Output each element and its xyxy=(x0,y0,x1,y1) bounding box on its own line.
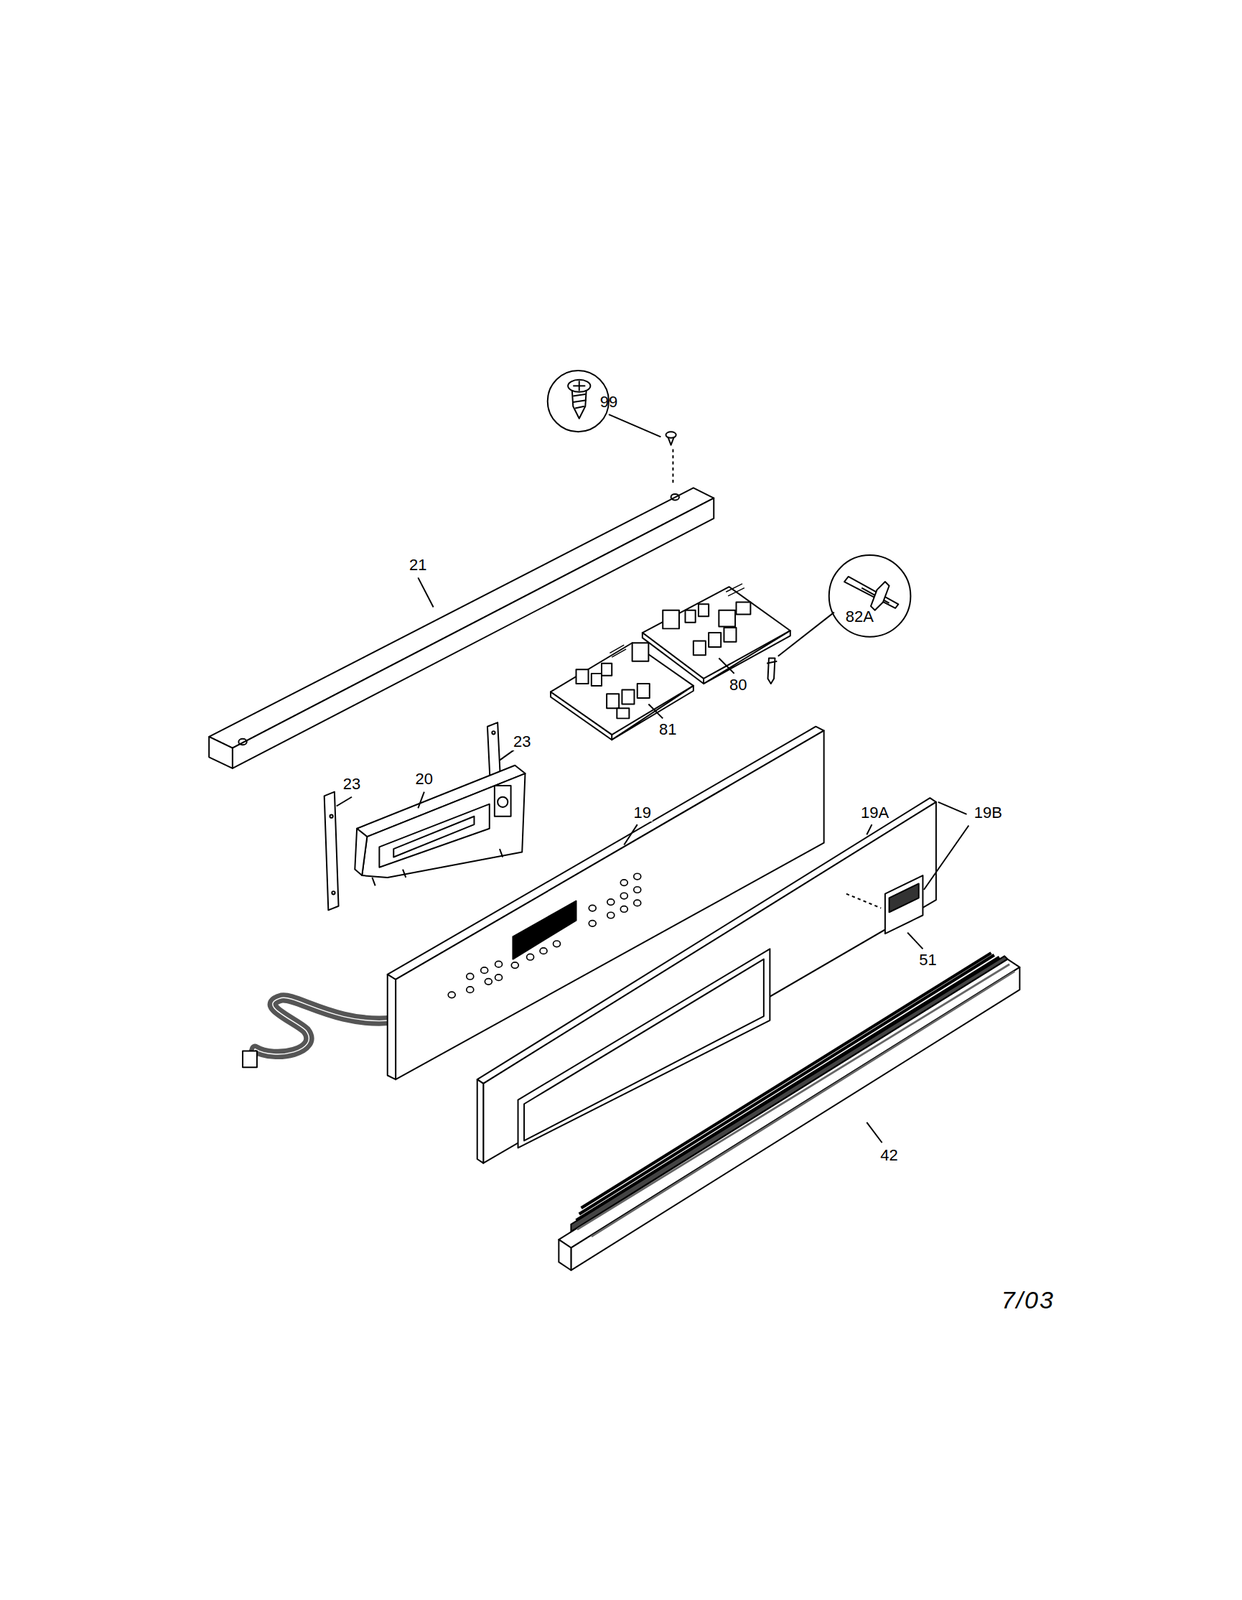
callout-number: 23 xyxy=(511,732,532,751)
callout-number: 19 xyxy=(632,804,653,822)
date-code: 7/03 xyxy=(1000,1286,1057,1314)
callout-number: 19B xyxy=(972,804,1004,822)
circuit-board xyxy=(642,583,791,684)
callout-number: 19A xyxy=(859,804,891,822)
clock-control xyxy=(354,765,525,886)
screw-detail xyxy=(547,370,677,487)
panel-trim xyxy=(477,797,937,1163)
callout-number: 81 xyxy=(657,720,678,738)
callout-number: 21 xyxy=(407,556,428,574)
top-trim-bar xyxy=(208,487,714,769)
callout-number: 42 xyxy=(878,1146,899,1164)
vent-trim xyxy=(558,952,1020,1270)
clip-detail xyxy=(766,554,911,684)
callout-number: 82A xyxy=(844,608,876,626)
callout-number: 99 xyxy=(598,393,619,411)
callout-number: 20 xyxy=(414,770,435,788)
callout-number: 80 xyxy=(727,676,749,694)
callout-number: 51 xyxy=(917,950,938,968)
nameplate xyxy=(846,801,969,950)
callout-number: 23 xyxy=(341,775,362,793)
